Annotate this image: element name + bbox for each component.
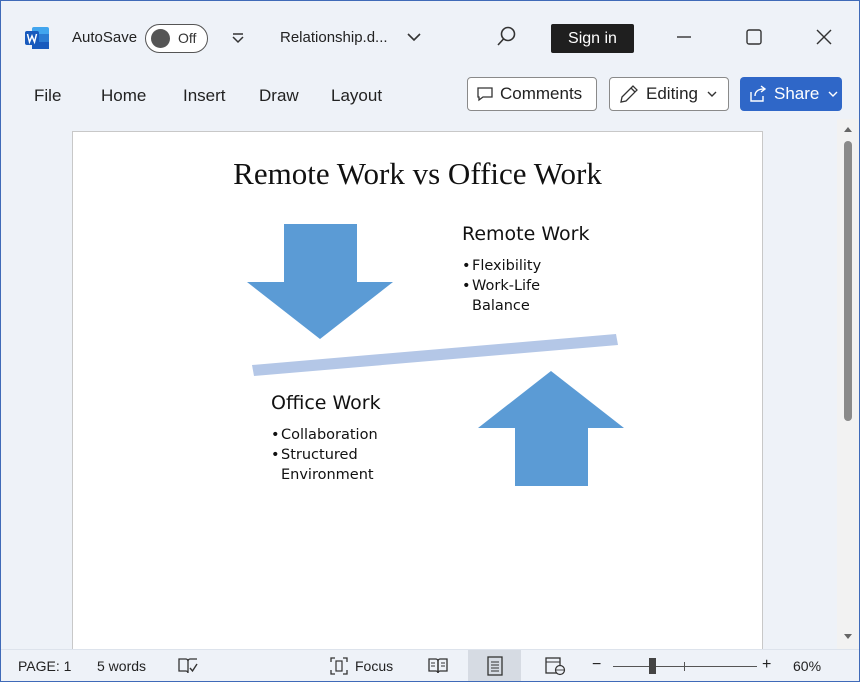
chevron-down-icon: [707, 91, 717, 97]
zoom-level[interactable]: 60%: [793, 658, 822, 674]
vertical-scrollbar[interactable]: [837, 119, 859, 649]
pencil-icon: [620, 85, 638, 103]
balance-diagram: [247, 224, 624, 486]
focus-label[interactable]: Focus: [355, 658, 394, 674]
search-icon[interactable]: [495, 25, 519, 49]
zoom-slider-track[interactable]: [613, 666, 757, 667]
minimize-icon[interactable]: [672, 25, 696, 49]
print-layout-icon: [487, 656, 503, 676]
balance-beam-shape: [252, 334, 618, 376]
list-item: Structured: [271, 445, 378, 465]
word-count[interactable]: 5 words: [97, 658, 147, 674]
remote-work-heading: Remote Work: [462, 223, 590, 245]
office-work-list: Collaboration Structured: [271, 425, 378, 465]
remote-work-list: Flexibility Work-Life: [462, 256, 541, 296]
read-mode-icon[interactable]: [427, 656, 449, 676]
share-icon: [750, 85, 767, 102]
scroll-down-icon[interactable]: [843, 633, 853, 641]
editing-button[interactable]: Editing: [609, 77, 729, 111]
ribbon: File Home Insert Draw Layout Comments Ed…: [1, 73, 859, 119]
comment-icon: [477, 87, 493, 102]
list-item: Flexibility: [462, 256, 541, 276]
quick-access-chevron-icon[interactable]: [231, 32, 245, 46]
office-work-continuation: Environment: [281, 467, 374, 483]
title-bar: AutoSave Off Relationship.d... Sign in: [1, 1, 859, 73]
zoom-slider-thumb[interactable]: [649, 658, 656, 674]
tab-home[interactable]: Home: [101, 86, 147, 105]
word-logo-icon: [25, 27, 49, 49]
sign-in-button[interactable]: Sign in: [551, 24, 634, 53]
document-title[interactable]: Relationship.d...: [280, 29, 388, 46]
tab-file[interactable]: File: [34, 86, 62, 105]
list-item: Collaboration: [271, 425, 378, 445]
web-layout-icon[interactable]: [544, 656, 566, 676]
document-title-heading: Remote Work vs Office Work: [233, 156, 602, 191]
up-arrow-shape: [478, 371, 624, 486]
tab-layout[interactable]: Layout: [331, 86, 383, 105]
maximize-icon[interactable]: [742, 25, 766, 49]
autosave-toggle[interactable]: Off: [145, 24, 208, 53]
list-item: Work-Life: [462, 276, 541, 296]
page-indicator[interactable]: PAGE: 1: [18, 658, 72, 674]
tab-insert[interactable]: Insert: [183, 86, 226, 105]
zoom-slider-tick: [684, 662, 685, 671]
editing-label: Editing: [646, 84, 698, 103]
close-icon[interactable]: [812, 25, 836, 49]
autosave-label: AutoSave: [72, 29, 138, 46]
document-page[interactable]: Remote Work vs Office Work Remote Work F…: [72, 131, 763, 661]
document-canvas[interactable]: Remote Work vs Office Work Remote Work F…: [1, 119, 837, 661]
zoom-in-button[interactable]: +: [762, 656, 772, 673]
scroll-up-icon[interactable]: [843, 125, 853, 133]
tab-draw[interactable]: Draw: [259, 86, 299, 105]
autosave-state: Off: [178, 30, 197, 46]
print-layout-button[interactable]: [468, 650, 521, 681]
comments-label: Comments: [500, 84, 583, 103]
scrollbar-thumb[interactable]: [844, 141, 852, 421]
share-button[interactable]: Share: [740, 77, 842, 111]
toggle-knob: [151, 29, 170, 48]
chevron-down-icon: [828, 91, 838, 97]
remote-work-continuation: Balance: [472, 298, 530, 314]
comments-button[interactable]: Comments: [467, 77, 597, 111]
chevron-down-icon[interactable]: [405, 28, 423, 46]
proofing-icon[interactable]: [177, 656, 199, 676]
focus-icon[interactable]: [329, 656, 349, 676]
office-work-heading: Office Work: [271, 392, 381, 414]
status-bar: PAGE: 1 5 words Focus: [1, 649, 859, 681]
share-label: Share: [774, 84, 820, 103]
zoom-out-button[interactable]: −: [592, 656, 602, 673]
down-arrow-shape: [247, 224, 393, 339]
